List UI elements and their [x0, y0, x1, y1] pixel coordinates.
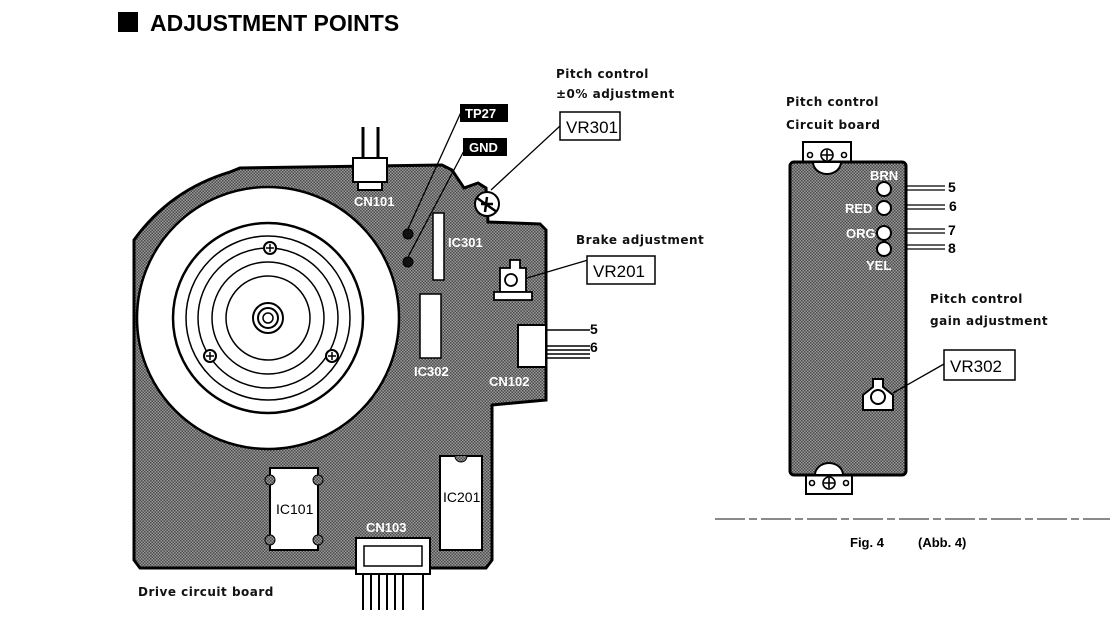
vr201-trimmer	[493, 259, 533, 301]
ic201-label: IC201	[443, 489, 481, 505]
wire-pin-5: 5	[948, 179, 956, 195]
gnd-label: GND	[469, 140, 498, 155]
vr302-label-box	[943, 349, 1016, 381]
ic101-label: IC101	[276, 501, 314, 517]
cn102-connector	[517, 324, 590, 368]
title-bullet	[118, 12, 138, 32]
wire-pin-7: 7	[948, 222, 956, 238]
vr201-label-box	[586, 255, 656, 285]
vr302-trimmer	[862, 378, 894, 411]
cn101-label: CN101	[354, 194, 394, 209]
tp27-test-point	[402, 228, 414, 240]
wire-leads	[905, 185, 945, 250]
ic302-chip	[419, 293, 442, 359]
drive-board-caption: Drive circuit board	[138, 585, 274, 599]
gnd-test-point	[402, 256, 414, 268]
tp27-tag	[460, 104, 508, 122]
wire-color-red: RED	[845, 201, 872, 216]
pad-org	[876, 225, 892, 241]
wire-pin-8: 8	[948, 240, 956, 256]
brake-callout: Brake adjustment	[576, 233, 704, 247]
vr201-label: VR201	[593, 262, 645, 281]
pad-red	[876, 200, 892, 216]
mounting-screw-icons	[806, 148, 850, 490]
wire-color-brn: BRN	[870, 168, 898, 183]
wire-pin-6: 6	[949, 198, 957, 214]
cn101-connector	[352, 127, 388, 191]
ic302-label: IC302	[414, 364, 449, 379]
vr301-trimmer	[474, 191, 500, 217]
ic201-chip	[439, 455, 483, 551]
vr301-label-box	[559, 111, 621, 141]
gain-callout-line1: Pitch control	[930, 292, 1023, 306]
wire-color-org: ORG	[846, 226, 876, 241]
figure-alt-label: (Abb. 4)	[918, 535, 966, 550]
wire-pads	[876, 181, 892, 257]
tp27-label: TP27	[465, 106, 496, 121]
cn102-label: CN102	[489, 374, 529, 389]
gain-callout-line2: gain adjustment	[930, 314, 1048, 328]
pitch-board-caption-line1: Pitch control	[786, 95, 879, 109]
platter-screw-icons	[203, 241, 339, 363]
figure-label: Fig. 4	[850, 535, 885, 550]
pitch-callout-line2: ±0% adjustment	[556, 87, 675, 101]
cn102-pin-label: 5	[590, 321, 598, 337]
drive-circuit-board: CN101 TP27 GND IC301	[132, 67, 704, 610]
pitch-control-board: Pitch control Circuit board BRN RED	[786, 95, 1048, 495]
pad-brn	[876, 181, 892, 197]
wire-color-yel: YEL	[866, 258, 891, 273]
cn103-connector	[355, 537, 431, 610]
vr302-label: VR302	[950, 357, 1002, 376]
pitch-callout-line1: Pitch control	[556, 67, 649, 81]
turntable-platter	[135, 185, 401, 451]
page-title: ADJUSTMENT POINTS	[150, 10, 399, 36]
gnd-tag	[463, 138, 507, 156]
ic101-chip	[264, 467, 324, 551]
pad-yel	[876, 241, 892, 257]
vr301-label: VR301	[566, 118, 618, 137]
cn102-pin-label: 6	[590, 339, 598, 355]
cn103-label: CN103	[366, 520, 406, 535]
pitch-board-caption-line2: Circuit board	[786, 118, 880, 132]
ic301-label: IC301	[448, 235, 483, 250]
ic301-chip	[432, 212, 445, 281]
